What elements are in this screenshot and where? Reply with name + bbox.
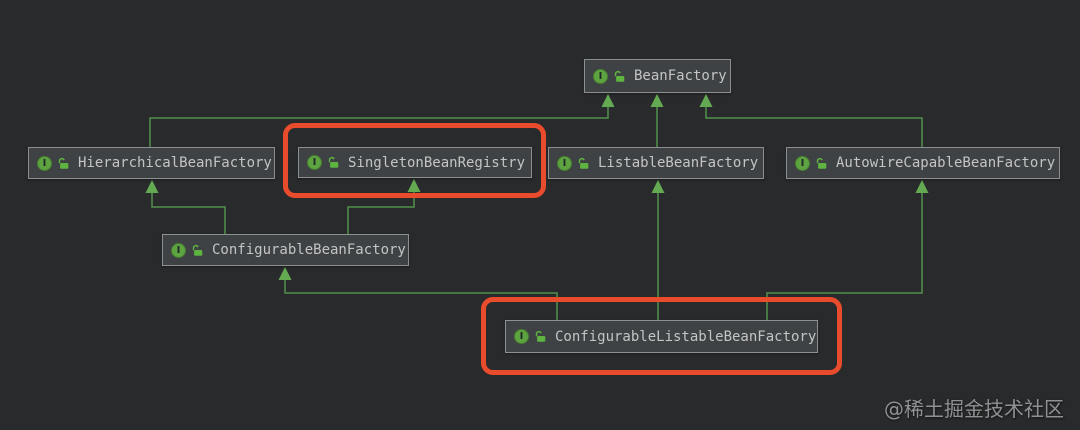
class-node-configurablebeanfactory[interactable]: I ConfigurableBeanFactory [162, 234, 409, 266]
interface-icon: I [307, 155, 322, 170]
interface-icon: I [514, 329, 529, 344]
visibility-key-icon [815, 157, 828, 170]
class-node-listablebeanfactory[interactable]: I ListableBeanFactory [548, 147, 764, 179]
class-name-label: ListableBeanFactory [598, 155, 759, 171]
class-name-label: AutowireCapableBeanFactory [836, 155, 1056, 171]
interface-icon: I [171, 242, 186, 258]
class-node-configurablelistablebeanfactory[interactable]: I ConfigurableListableBeanFactory [505, 320, 818, 353]
class-node-autowirecapablebeanfactory[interactable]: I AutowireCapableBeanFactory [786, 147, 1060, 179]
highlight-box-singletonbeanregistry [283, 123, 546, 198]
visibility-key-icon [191, 244, 204, 257]
class-name-label: ConfigurableBeanFactory [212, 242, 406, 258]
class-name-label: BeanFactory [634, 68, 727, 84]
interface-icon: I [37, 155, 52, 171]
visibility-key-icon [613, 70, 626, 83]
visibility-key-icon [57, 157, 70, 170]
highlight-box-configurablelistablebeanfactory [481, 297, 842, 375]
class-name-label: HierarchicalBeanFactory [78, 155, 272, 171]
watermark-text: @稀土掘金技术社区 [884, 397, 1064, 421]
visibility-key-icon [534, 330, 547, 343]
class-node-hierarchicalbeanfactory[interactable]: I HierarchicalBeanFactory [28, 147, 275, 179]
class-node-beanfactory[interactable]: I BeanFactory [584, 59, 731, 93]
class-name-label: ConfigurableListableBeanFactory [555, 328, 817, 345]
interface-icon: I [593, 68, 608, 84]
interface-icon: I [795, 155, 810, 171]
visibility-key-icon [327, 156, 340, 169]
visibility-key-icon [577, 157, 590, 170]
class-name-label: SingletonBeanRegistry [348, 154, 526, 171]
interface-icon: I [557, 155, 572, 171]
class-node-singletonbeanregistry[interactable]: I SingletonBeanRegistry [298, 147, 532, 178]
